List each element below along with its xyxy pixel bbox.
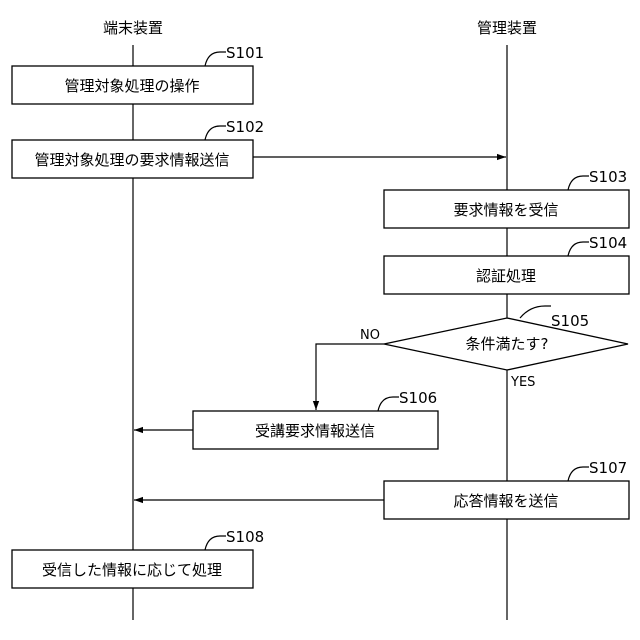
step-id-s105: S105 [551,312,589,330]
process-label-s103: 要求情報を受信 [453,201,558,219]
step-tag-leader-s105 [520,306,551,318]
step-id-s103: S103 [589,168,627,186]
step-tag-leader-s106 [378,397,399,411]
lane-title-manager: 管理装置 [477,19,537,37]
step-id-s102: S102 [226,118,264,136]
process-label-s106: 受講要求情報送信 [255,422,375,440]
decision-label-s105: 条件満たす? [466,335,549,353]
process-label-s108: 受信した情報に応じて処理 [42,561,222,579]
lane-title-terminal: 端末装置 [103,19,163,37]
branch-label-no: NO [360,328,380,343]
process-label-s101: 管理対象処理の操作 [64,77,199,95]
step-tag-leader-s107 [568,467,589,481]
process-label-s104: 認証処理 [476,267,536,285]
step-tag-leader-s101 [205,52,226,66]
step-id-s101: S101 [226,44,264,62]
step-id-s107: S107 [589,459,627,477]
step-id-s104: S104 [589,234,627,252]
step-tag-leader-s102 [205,126,226,140]
step-tag-leader-s104 [568,242,589,256]
process-label-s107: 応答情報を送信 [453,492,558,510]
step-tag-leader-s108 [205,536,226,550]
branch-label-yes: YES [510,375,535,390]
step-tag-leader-s103 [568,176,589,190]
step-id-s106: S106 [399,389,437,407]
process-label-s102: 管理対象処理の要求情報送信 [34,151,229,169]
step-id-s108: S108 [226,528,264,546]
arrow-branch-no [316,344,384,410]
